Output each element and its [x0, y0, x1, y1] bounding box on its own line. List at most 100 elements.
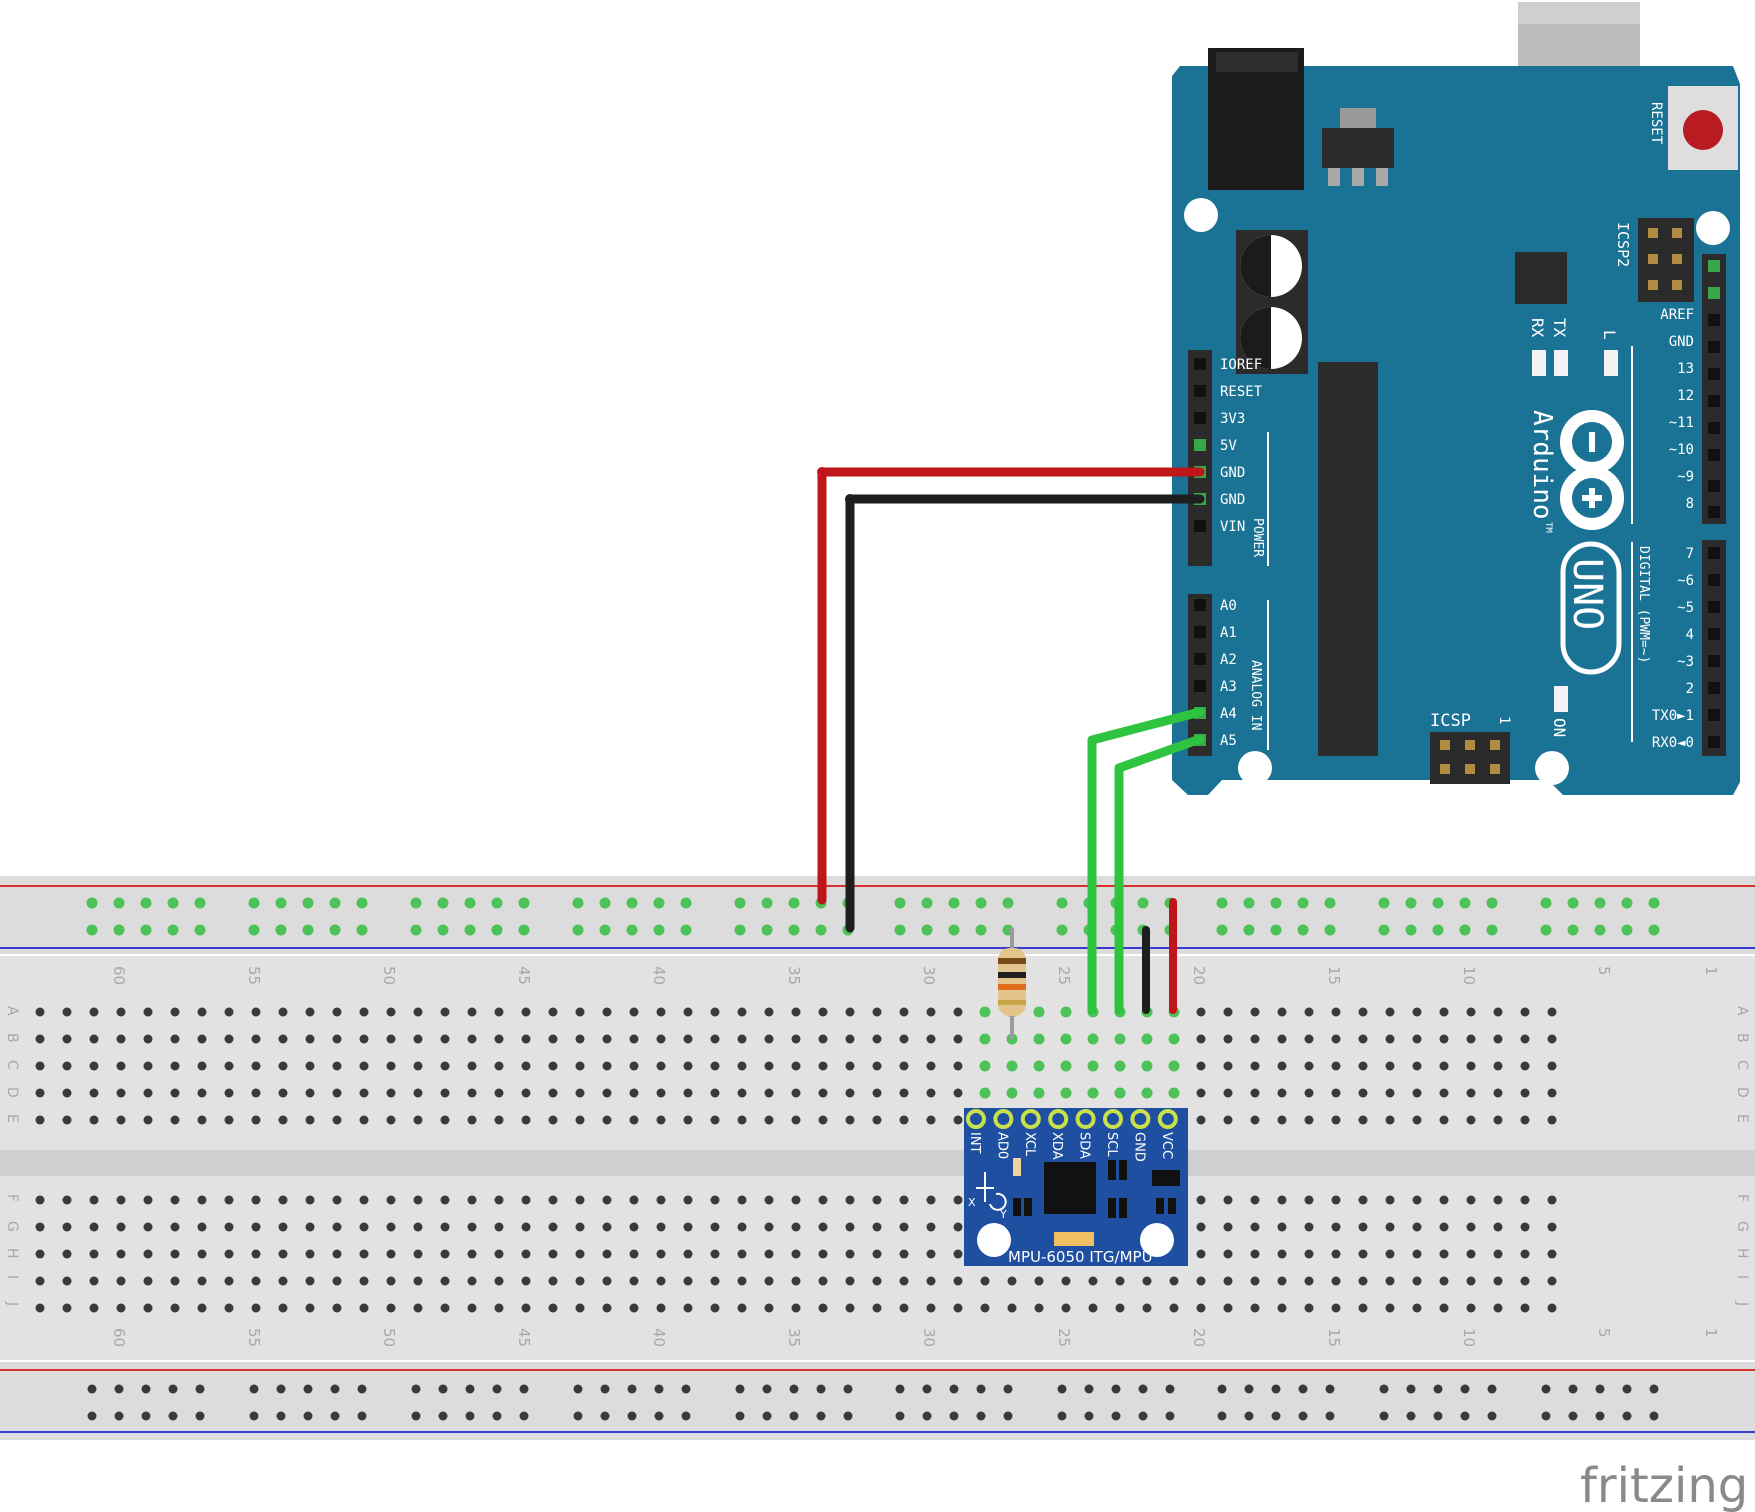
breadboard-hole[interactable] [1196, 1061, 1206, 1071]
breadboard-hole[interactable] [1405, 897, 1417, 909]
breadboard-hole[interactable] [494, 1303, 504, 1313]
breadboard-hole[interactable] [1304, 1088, 1314, 1098]
breadboard-hole[interactable] [895, 1411, 905, 1421]
breadboard-hole[interactable] [1412, 1007, 1422, 1017]
breadboard-hole[interactable] [1406, 1411, 1416, 1421]
breadboard-hole[interactable] [953, 1115, 963, 1125]
breadboard-hole[interactable] [1385, 1034, 1395, 1044]
breadboard-hole[interactable] [818, 1276, 828, 1286]
breadboard-hole[interactable] [1003, 1384, 1013, 1394]
breadboard-hole[interactable] [764, 1303, 774, 1313]
breadboard-hole[interactable] [467, 1249, 477, 1259]
digital-pin[interactable] [1708, 422, 1720, 434]
breadboard-hole[interactable] [1223, 1115, 1233, 1125]
breadboard-hole[interactable] [116, 1061, 126, 1071]
breadboard-hole[interactable] [1087, 1060, 1099, 1072]
breadboard-hole[interactable] [1217, 1384, 1227, 1394]
breadboard-hole[interactable] [35, 1195, 45, 1205]
breadboard-hole[interactable] [899, 1007, 909, 1017]
breadboard-hole[interactable] [35, 1007, 45, 1017]
breadboard-hole[interactable] [953, 1303, 963, 1313]
breadboard-hole[interactable] [602, 1276, 612, 1286]
breadboard-hole[interactable] [1466, 1222, 1476, 1232]
breadboard-hole[interactable] [764, 1115, 774, 1125]
breadboard-hole[interactable] [62, 1034, 72, 1044]
power-pin-3v3[interactable] [1194, 412, 1206, 424]
breadboard-hole[interactable] [275, 897, 287, 909]
breadboard-hole[interactable] [926, 1222, 936, 1232]
breadboard-hole[interactable] [224, 1222, 234, 1232]
breadboard-hole[interactable] [764, 1222, 774, 1232]
breadboard-hole[interactable] [86, 924, 98, 936]
breadboard-hole[interactable] [224, 1007, 234, 1017]
breadboard-hole[interactable] [519, 1384, 529, 1394]
breadboard-hole[interactable] [1271, 1384, 1281, 1394]
breadboard-hole[interactable] [143, 1034, 153, 1044]
breadboard-hole[interactable] [224, 1115, 234, 1125]
breadboard-hole[interactable] [465, 1411, 475, 1421]
breadboard-hole[interactable] [143, 1276, 153, 1286]
breadboard-hole[interactable] [386, 1222, 396, 1232]
breadboard-hole[interactable] [494, 1007, 504, 1017]
breadboard-hole[interactable] [575, 1303, 585, 1313]
breadboard-hole[interactable] [1331, 1115, 1341, 1125]
breadboard-hole[interactable] [548, 1088, 558, 1098]
analog-pin-a0[interactable] [1194, 599, 1206, 611]
breadboard-hole[interactable] [467, 1276, 477, 1286]
breadboard-hole[interactable] [1138, 1384, 1148, 1394]
breadboard-hole[interactable] [1250, 1007, 1260, 1017]
breadboard-hole[interactable] [683, 1195, 693, 1205]
breadboard-hole[interactable] [140, 924, 152, 936]
breadboard-hole[interactable] [654, 1411, 664, 1421]
breadboard-hole[interactable] [1466, 1088, 1476, 1098]
breadboard-hole[interactable] [953, 1249, 963, 1259]
breadboard-hole[interactable] [1270, 897, 1282, 909]
breadboard-hole[interactable] [1466, 1249, 1476, 1259]
breadboard-hole[interactable] [278, 1195, 288, 1205]
breadboard-hole[interactable] [1196, 1195, 1206, 1205]
breadboard-hole[interactable] [1621, 897, 1633, 909]
breadboard-hole[interactable] [548, 1249, 558, 1259]
breadboard-hole[interactable] [737, 1115, 747, 1125]
breadboard-hole[interactable] [141, 1384, 151, 1394]
breadboard-hole[interactable] [980, 1303, 990, 1313]
breadboard-hole[interactable] [683, 1007, 693, 1017]
breadboard-hole[interactable] [1250, 1249, 1260, 1259]
digital-pin[interactable] [1708, 506, 1720, 518]
breadboard-hole[interactable] [1223, 1222, 1233, 1232]
breadboard-hole[interactable] [1304, 1222, 1314, 1232]
breadboard-hole[interactable] [413, 1249, 423, 1259]
breadboard-hole[interactable] [89, 1249, 99, 1259]
digital-pin[interactable] [1708, 574, 1720, 586]
breadboard-hole[interactable] [143, 1115, 153, 1125]
breadboard-hole[interactable] [710, 1115, 720, 1125]
breadboard-hole[interactable] [1493, 1222, 1503, 1232]
breadboard-hole[interactable] [1459, 897, 1471, 909]
module-pin-xda[interactable] [1048, 1109, 1069, 1129]
breadboard-hole[interactable] [359, 1061, 369, 1071]
breadboard-hole[interactable] [1412, 1061, 1422, 1071]
breadboard-hole[interactable] [1439, 1249, 1449, 1259]
breadboard-hole[interactable] [1520, 1195, 1530, 1205]
breadboard-hole[interactable] [1385, 1276, 1395, 1286]
breadboard-hole[interactable] [386, 1115, 396, 1125]
analog-pin-a2[interactable] [1194, 653, 1206, 665]
breadboard-hole[interactable] [1520, 1061, 1530, 1071]
breadboard-hole[interactable] [1358, 1195, 1368, 1205]
breadboard-hole[interactable] [899, 1088, 909, 1098]
breadboard-hole[interactable] [1466, 1195, 1476, 1205]
breadboard-hole[interactable] [548, 1061, 558, 1071]
breadboard-hole[interactable] [302, 897, 314, 909]
breadboard-hole[interactable] [979, 1060, 991, 1072]
breadboard-hole[interactable] [953, 1088, 963, 1098]
breadboard-hole[interactable] [413, 1034, 423, 1044]
breadboard-hole[interactable] [629, 1222, 639, 1232]
breadboard-hole[interactable] [737, 1088, 747, 1098]
breadboard-hole[interactable] [1412, 1222, 1422, 1232]
breadboard-hole[interactable] [1520, 1115, 1530, 1125]
breadboard-hole[interactable] [464, 897, 476, 909]
breadboard-hole[interactable] [1033, 1033, 1045, 1045]
breadboard-hole[interactable] [35, 1303, 45, 1313]
breadboard-hole[interactable] [791, 1249, 801, 1259]
breadboard-hole[interactable] [1385, 1088, 1395, 1098]
